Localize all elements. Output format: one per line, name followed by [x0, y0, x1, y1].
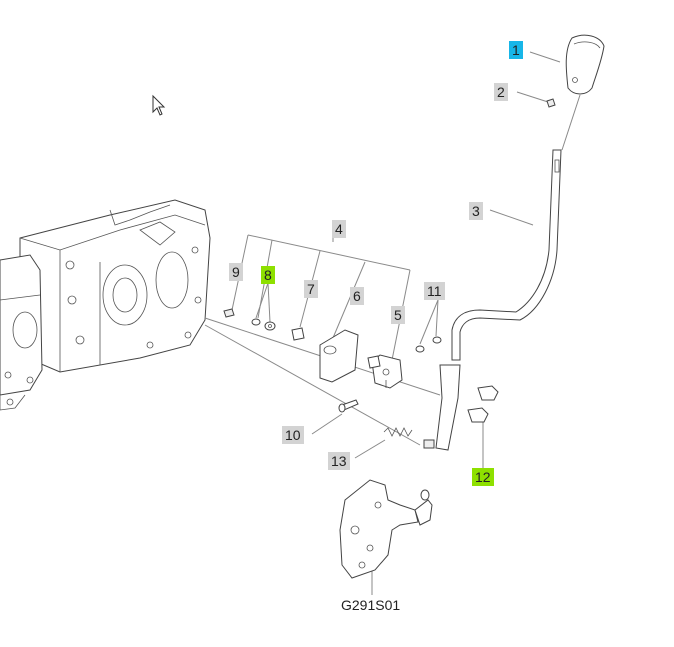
callout-6[interactable]: 6 — [350, 287, 364, 305]
callout-11[interactable]: 11 — [424, 282, 445, 300]
callout-3[interactable]: 3 — [469, 202, 483, 220]
callout-5[interactable]: 5 — [391, 306, 405, 324]
mouse-pointer-icon — [152, 94, 166, 116]
callout-4[interactable]: 4 — [332, 220, 346, 238]
set-screw-part — [546, 98, 556, 108]
bolt-parts — [467, 385, 499, 423]
callout-9[interactable]: 9 — [229, 263, 243, 281]
gear-lever-rod-part — [423, 149, 562, 451]
callout-10[interactable]: 10 — [282, 426, 304, 444]
transmission-housing — [0, 199, 211, 411]
callout-2[interactable]: 2 — [494, 83, 508, 101]
callout-1[interactable]: 1 — [509, 41, 523, 59]
kit-parts-group — [223, 308, 403, 389]
callout-12[interactable]: 12 — [472, 468, 494, 486]
gear-knob-part — [565, 34, 605, 95]
lower-linkage-housing — [339, 479, 433, 579]
callout-8[interactable]: 8 — [261, 266, 275, 284]
callout-7[interactable]: 7 — [304, 280, 318, 298]
pivot-bolt-part — [338, 399, 359, 413]
spring-part — [383, 427, 413, 437]
callout-13[interactable]: 13 — [328, 452, 350, 470]
figure-code: G291S01 — [341, 597, 401, 613]
nut-parts — [415, 336, 442, 353]
